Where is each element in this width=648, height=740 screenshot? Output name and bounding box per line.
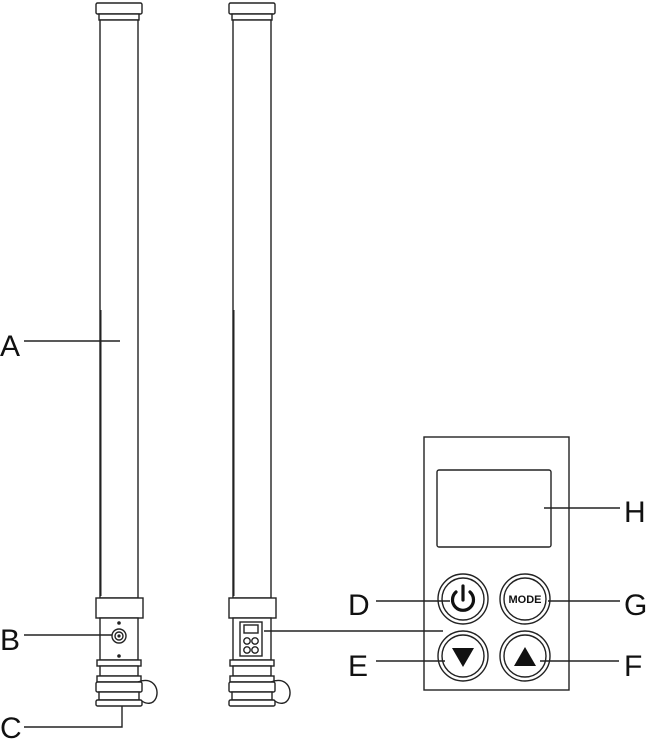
up-button[interactable]	[499, 630, 551, 682]
down-arrow-icon	[452, 648, 474, 667]
lcd-display	[436, 469, 552, 548]
callout-a: A	[0, 330, 20, 363]
callout-c: C	[0, 712, 22, 740]
power-icon	[450, 584, 476, 612]
control-panel-enlarged: MODE	[423, 436, 570, 691]
callout-g: G	[624, 589, 647, 622]
down-button[interactable]	[437, 630, 489, 682]
left-tube-body	[99, 19, 139, 599]
callout-b: B	[0, 624, 20, 657]
left-tube-light	[95, 2, 158, 707]
dc-port-icon	[111, 628, 127, 644]
leader-lines	[24, 340, 620, 728]
right-tube-body	[232, 19, 272, 599]
mode-button-label: MODE	[509, 594, 542, 606]
callout-e: E	[348, 650, 368, 683]
mini-control-panel	[239, 621, 263, 657]
right-tube-light	[228, 2, 291, 707]
mode-button[interactable]: MODE	[499, 573, 551, 625]
callout-f: F	[624, 650, 642, 683]
power-button[interactable]	[437, 573, 489, 625]
callout-h: H	[624, 496, 646, 529]
callout-d: D	[348, 589, 370, 622]
up-arrow-icon	[514, 647, 536, 666]
callout-labels: A B C D E F G H	[0, 330, 647, 740]
